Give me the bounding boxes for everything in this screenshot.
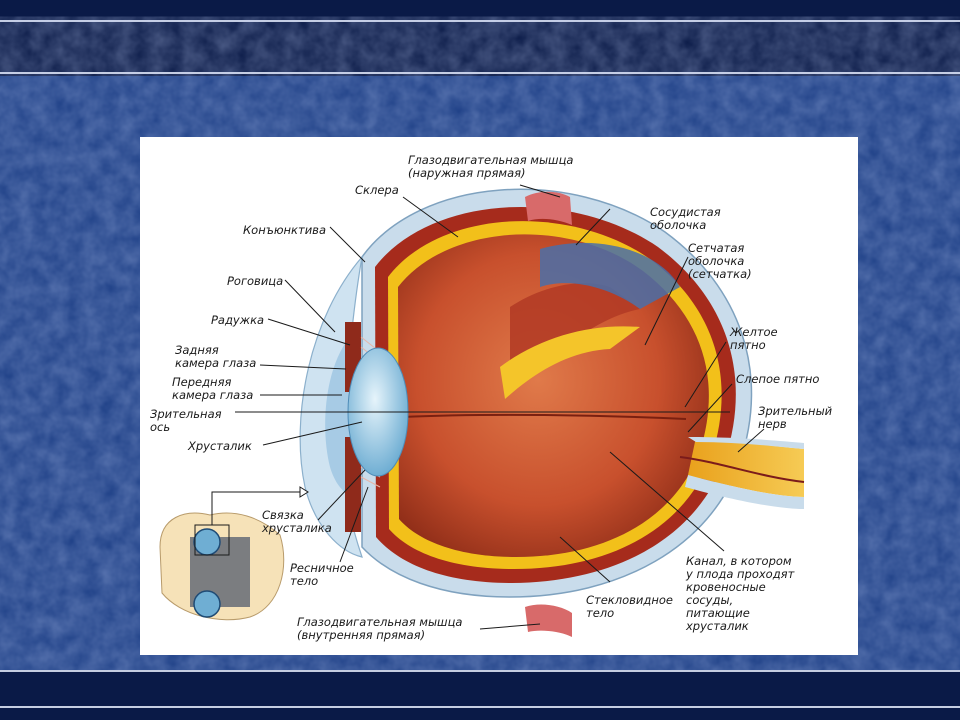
top-rule-upper xyxy=(0,20,960,22)
label-zonule: Связка хрусталика xyxy=(262,508,332,535)
central-vessel xyxy=(679,456,805,483)
label-cornea: Роговица xyxy=(227,274,284,288)
section-divider xyxy=(401,413,687,420)
bottom-rule-upper xyxy=(0,670,960,672)
optic-sheath-lower xyxy=(685,475,804,509)
label-anterior-chamber: Передняя камера глаза xyxy=(172,375,254,402)
inner-rectus-muscle xyxy=(525,604,572,637)
label-visual-axis: Зрительная ось xyxy=(150,407,222,434)
iris-lower xyxy=(345,437,361,532)
diagram-panel xyxy=(140,137,858,655)
top-rule-lower xyxy=(0,72,960,74)
label-choroid: Сосудистая оболочка xyxy=(650,205,721,232)
optic-nerve-shape xyxy=(688,437,804,497)
label-optic-nerve: Зрительный нерв xyxy=(758,404,833,431)
label-iris: Радужка xyxy=(211,313,265,327)
label-sclera: Склера xyxy=(355,183,399,197)
inset-pointer-line xyxy=(211,491,300,525)
label-inner-rectus-muscle: Глазодвигательная мышца (внутренняя прям… xyxy=(297,615,463,642)
label-posterior-chamber: Задняя камера глаза xyxy=(175,343,257,370)
eye-diagram xyxy=(159,184,805,637)
label-outer-rectus-muscle: Глазодвигательная мышца (наружная прямая… xyxy=(408,153,574,180)
anterior-chamber-shape xyxy=(325,337,350,497)
label-lens: Хрусталик xyxy=(188,439,252,453)
skull-inset xyxy=(159,512,285,621)
label-ciliary-body: Ресничное тело xyxy=(290,561,354,588)
label-conjunctiva: Конъюнктива xyxy=(243,223,326,237)
inset-pointer-arrow xyxy=(299,486,309,498)
choroid-vessels xyxy=(540,242,680,309)
top-band xyxy=(0,0,960,76)
label-retina: Сетчатая оболочка (сетчатка) xyxy=(688,241,752,281)
vitreous-shape xyxy=(398,234,709,557)
label-canal: Канал, в котором у плода проходят кровен… xyxy=(686,554,795,633)
label-vitreous: Стекловидное тело xyxy=(586,593,673,620)
bottom-band xyxy=(0,670,960,720)
retina-flap xyxy=(500,326,640,399)
optic-sheath-upper xyxy=(688,437,804,449)
label-macula: Желтое пятно xyxy=(730,325,778,352)
label-blind-spot: Слепое пятно xyxy=(736,372,820,386)
outer-rectus-muscle xyxy=(525,191,572,225)
bottom-rule-lower xyxy=(0,706,960,708)
leader-lines xyxy=(259,184,765,630)
